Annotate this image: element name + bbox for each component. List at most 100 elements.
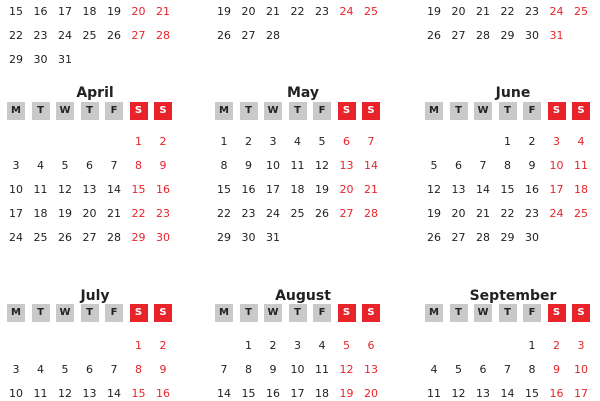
- day-cell[interactable]: 3: [553, 135, 560, 148]
- day-cell[interactable]: 11: [290, 159, 305, 172]
- day-cell[interactable]: 16: [525, 183, 539, 196]
- day-cell[interactable]: 17: [266, 183, 280, 196]
- day-cell[interactable]: 7: [220, 363, 228, 376]
- day-cell[interactable]: 27: [131, 29, 146, 42]
- day-cell[interactable]: 16: [266, 387, 280, 400]
- day-cell[interactable]: 28: [476, 29, 490, 42]
- day-cell[interactable]: 25: [364, 5, 378, 18]
- day-cell[interactable]: 13: [476, 387, 490, 400]
- day-cell[interactable]: 6: [86, 159, 93, 172]
- day-cell[interactable]: 15: [241, 387, 256, 400]
- day-cell[interactable]: 19: [58, 207, 72, 220]
- day-cell[interactable]: 26: [58, 231, 72, 244]
- day-cell[interactable]: 16: [549, 387, 564, 400]
- day-cell[interactable]: 13: [364, 363, 378, 376]
- day-cell[interactable]: 4: [318, 339, 326, 352]
- day-cell[interactable]: 25: [574, 5, 588, 18]
- day-cell[interactable]: 22: [500, 5, 515, 18]
- day-cell[interactable]: 7: [110, 159, 118, 172]
- day-cell[interactable]: 8: [245, 363, 252, 376]
- day-cell[interactable]: 29: [9, 53, 23, 66]
- day-cell[interactable]: 9: [528, 159, 536, 172]
- day-cell[interactable]: 13: [82, 387, 97, 400]
- day-cell[interactable]: 10: [549, 159, 564, 172]
- day-cell[interactable]: 21: [476, 207, 490, 220]
- day-cell[interactable]: 6: [343, 135, 350, 148]
- day-cell[interactable]: 26: [107, 29, 121, 42]
- day-cell[interactable]: 27: [451, 231, 466, 244]
- day-cell[interactable]: 24: [339, 5, 354, 18]
- day-cell[interactable]: 30: [33, 53, 48, 66]
- day-cell[interactable]: 19: [107, 5, 121, 18]
- day-cell[interactable]: 14: [364, 159, 378, 172]
- day-cell[interactable]: 20: [241, 5, 256, 18]
- day-cell[interactable]: 14: [107, 387, 121, 400]
- day-cell[interactable]: 18: [315, 387, 329, 400]
- day-cell[interactable]: 10: [9, 387, 23, 400]
- day-cell[interactable]: 24: [266, 207, 280, 220]
- day-cell[interactable]: 23: [315, 5, 329, 18]
- day-cell[interactable]: 15: [131, 183, 146, 196]
- day-cell[interactable]: 4: [430, 363, 438, 376]
- day-cell[interactable]: 21: [476, 5, 490, 18]
- day-cell[interactable]: 5: [430, 159, 438, 172]
- day-cell[interactable]: 24: [549, 207, 564, 220]
- day-cell[interactable]: 2: [269, 339, 277, 352]
- day-cell[interactable]: 6: [86, 363, 93, 376]
- day-cell[interactable]: 11: [315, 363, 329, 376]
- day-cell[interactable]: 14: [107, 183, 121, 196]
- day-cell[interactable]: 9: [553, 363, 560, 376]
- day-cell[interactable]: 20: [131, 5, 146, 18]
- day-cell[interactable]: 13: [451, 183, 466, 196]
- day-cell[interactable]: 7: [479, 159, 487, 172]
- day-cell[interactable]: 14: [217, 387, 231, 400]
- day-cell[interactable]: 25: [82, 29, 97, 42]
- day-cell[interactable]: 12: [427, 183, 441, 196]
- day-cell[interactable]: 1: [245, 339, 252, 352]
- day-cell[interactable]: 28: [364, 207, 378, 220]
- day-cell[interactable]: 18: [33, 207, 48, 220]
- day-cell[interactable]: 3: [12, 159, 20, 172]
- day-cell[interactable]: 15: [525, 387, 539, 400]
- day-cell[interactable]: 12: [315, 159, 329, 172]
- day-cell[interactable]: 11: [33, 183, 48, 196]
- day-cell[interactable]: 12: [451, 387, 466, 400]
- day-cell[interactable]: 3: [577, 339, 585, 352]
- day-cell[interactable]: 20: [451, 5, 466, 18]
- day-cell[interactable]: 5: [455, 363, 462, 376]
- day-cell[interactable]: 19: [427, 207, 441, 220]
- day-cell[interactable]: 27: [451, 29, 466, 42]
- day-cell[interactable]: 10: [290, 363, 305, 376]
- day-cell[interactable]: 23: [33, 29, 48, 42]
- day-cell[interactable]: 24: [549, 5, 564, 18]
- day-cell[interactable]: 26: [217, 29, 231, 42]
- day-cell[interactable]: 3: [294, 339, 301, 352]
- day-cell[interactable]: 8: [504, 159, 511, 172]
- day-cell[interactable]: 19: [339, 387, 354, 400]
- day-cell[interactable]: 21: [266, 5, 280, 18]
- day-cell[interactable]: 1: [220, 135, 228, 148]
- day-cell[interactable]: 1: [135, 339, 142, 352]
- day-cell[interactable]: 24: [58, 29, 72, 42]
- day-cell[interactable]: 27: [339, 207, 354, 220]
- day-cell[interactable]: 2: [528, 135, 536, 148]
- day-cell[interactable]: 25: [290, 207, 305, 220]
- day-cell[interactable]: 10: [9, 183, 23, 196]
- day-cell[interactable]: 29: [500, 29, 515, 42]
- day-cell[interactable]: 2: [553, 339, 560, 352]
- day-cell[interactable]: 28: [476, 231, 490, 244]
- day-cell[interactable]: 15: [217, 183, 231, 196]
- day-cell[interactable]: 12: [58, 183, 72, 196]
- day-cell[interactable]: 15: [500, 183, 515, 196]
- day-cell[interactable]: 27: [82, 231, 97, 244]
- day-cell[interactable]: 4: [37, 363, 44, 376]
- day-cell[interactable]: 17: [9, 207, 23, 220]
- day-cell[interactable]: 26: [427, 29, 441, 42]
- day-cell[interactable]: 20: [339, 183, 354, 196]
- day-cell[interactable]: 5: [61, 159, 69, 172]
- day-cell[interactable]: 17: [574, 387, 588, 400]
- day-cell[interactable]: 1: [504, 135, 511, 148]
- day-cell[interactable]: 29: [131, 231, 146, 244]
- day-cell[interactable]: 22: [500, 207, 515, 220]
- day-cell[interactable]: 14: [500, 387, 515, 400]
